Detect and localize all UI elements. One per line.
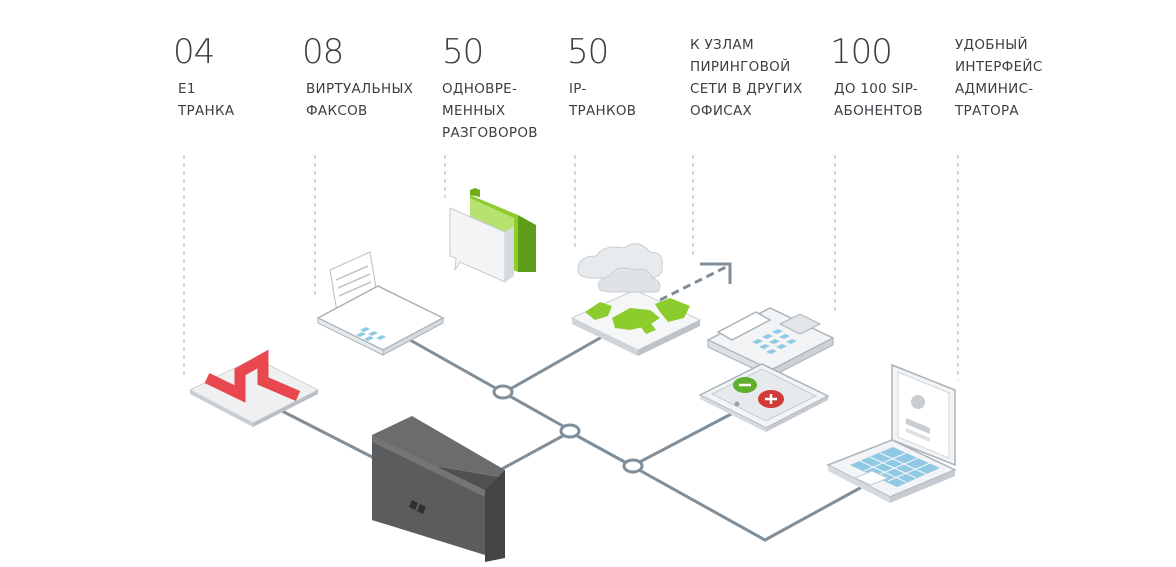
softphone-icon [698, 363, 830, 432]
feature-calls-number: 50 [442, 32, 484, 72]
line-pbx-hub [498, 430, 572, 472]
junction-2 [559, 423, 581, 439]
feature-e1-number: 04 [173, 32, 215, 72]
arrow-icon [659, 262, 732, 302]
junction-3 [622, 458, 644, 474]
feature-fax-number: 08 [302, 32, 344, 72]
line-e1-pbx [278, 408, 380, 462]
line-fax-hub [408, 338, 572, 432]
cloud-map-icon [570, 243, 702, 356]
line-hub-hub [568, 430, 634, 468]
line-hub-phone [630, 410, 737, 468]
pbx-device-icon [372, 416, 505, 562]
feature-peering-label: К УЗЛАМ ПИРИНГОВОЙ СЕТИ В ДРУГИХ ОФИСАХ [690, 37, 803, 119]
fax-icon [316, 251, 445, 356]
leader-lines [183, 155, 959, 380]
chat-icon [449, 188, 536, 283]
feature-ip-number: 50 [567, 32, 609, 72]
line-hub-bottom [630, 464, 767, 542]
connection-lines [278, 336, 862, 542]
feature-sip-number: 100 [830, 32, 893, 72]
laptop-icon [826, 363, 957, 503]
feature-admin-label: УДОБНЫЙ ИНТЕРФЕЙС АДМИНИС- ТРАТОРА [955, 37, 1043, 119]
line-bottom-laptop [763, 486, 862, 542]
feature-e1-label: E1 ТРАНКА [178, 81, 235, 119]
feature-ip-label: IP- ТРАНКОВ [569, 81, 637, 119]
line-hub-cloud [503, 336, 602, 394]
feature-fax-label: ВИРТУАЛЬНЫХ ФАКСОВ [306, 81, 414, 119]
feature-sip-label: ДО 100 SIP- АБОНЕНТОВ [834, 81, 923, 119]
desk-phone-icon [706, 307, 835, 378]
junction-1 [492, 384, 514, 400]
e1-trunk-icon [188, 349, 320, 427]
pbx-logo [409, 500, 426, 514]
junctions [492, 384, 644, 474]
feature-calls-label: ОДНОВРЕ- МЕННЫХ РАЗГОВОРОВ [442, 81, 538, 141]
